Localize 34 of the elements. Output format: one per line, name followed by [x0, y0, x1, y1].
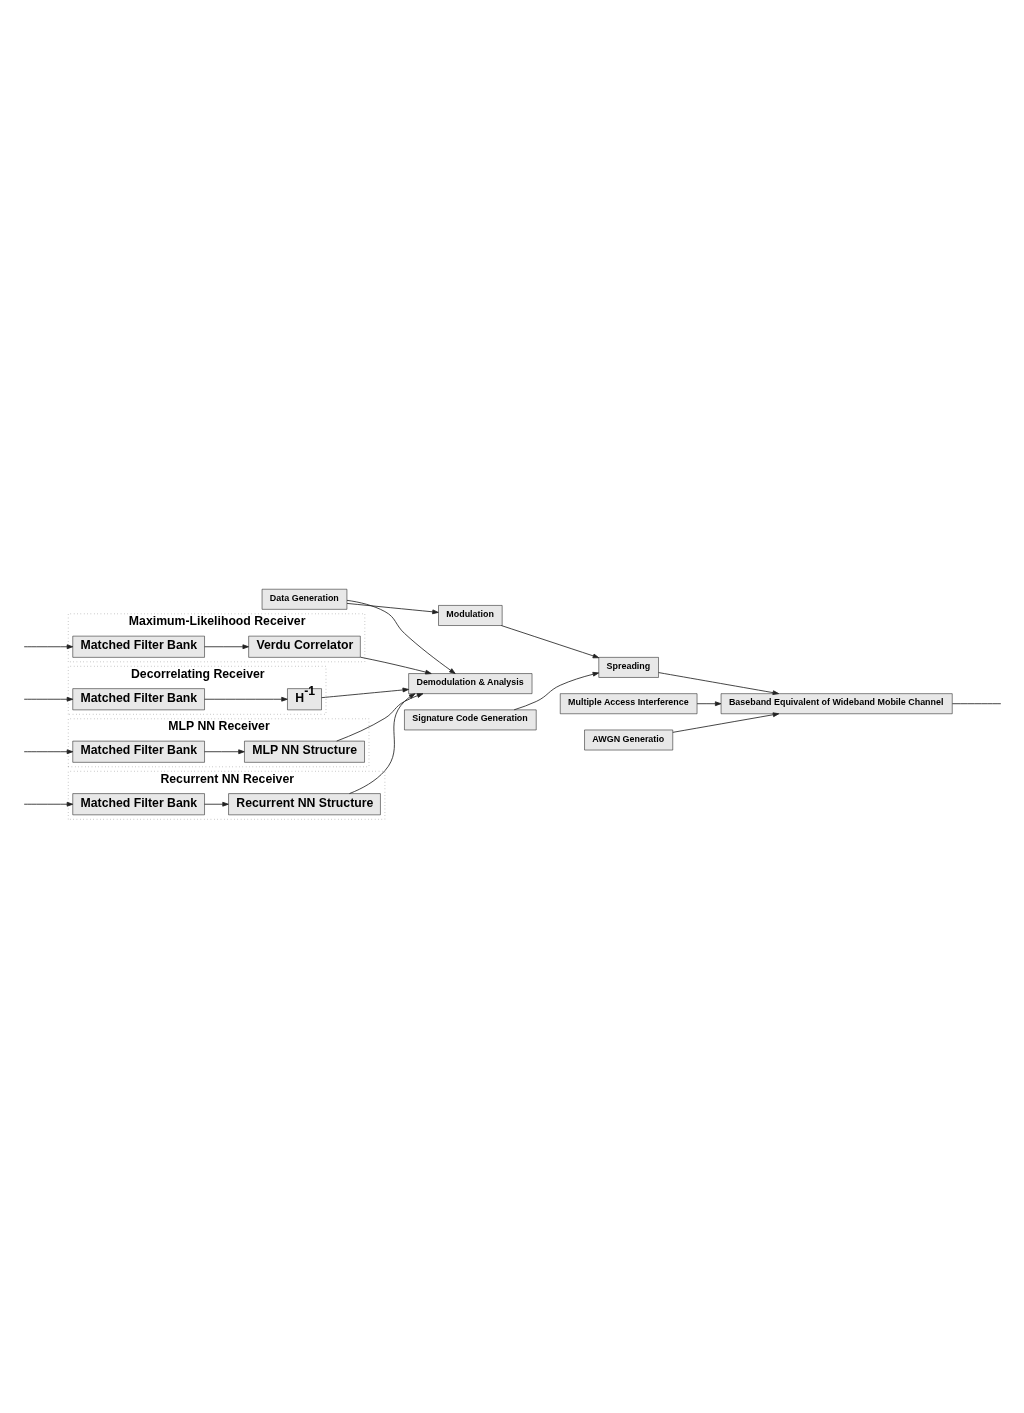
node-box: Recurrent NN Structure [227, 793, 381, 816]
node-box: MLP NN Structure [243, 740, 365, 763]
node-box: Demodulation & Analysis [407, 673, 532, 694]
node-box: Matched Filter Bank [71, 740, 205, 763]
arrow [203, 749, 245, 755]
node-box: Multiple Access Interference [559, 693, 697, 715]
node-box: Modulation [437, 605, 502, 626]
arrow [23, 801, 73, 807]
arrow [23, 644, 73, 650]
arrow [500, 625, 599, 659]
node-box: AWGN Generatio [583, 729, 673, 751]
connector [951, 703, 1001, 705]
arrow [203, 801, 229, 807]
node-box: Data Generation [261, 588, 347, 610]
node-box: Matched Filter Bank [71, 635, 205, 658]
arrow [203, 644, 249, 650]
node-box: Signature Code Generation [403, 709, 536, 731]
arrow [671, 712, 779, 733]
arrow [320, 687, 409, 699]
arrow [348, 693, 415, 794]
node-box: Matched Filter Bank [71, 793, 205, 816]
node-box: Baseband Equivalent of Wideband Mobile Channel [720, 693, 953, 715]
arrow [346, 603, 439, 615]
arrow [346, 599, 456, 674]
arrow [696, 701, 721, 707]
node-box: Spreading [598, 657, 659, 678]
arrow [335, 693, 423, 742]
arrow [23, 749, 73, 755]
arrow [203, 696, 288, 702]
node-box: Verdu Correlator [247, 635, 361, 658]
arrow [359, 656, 432, 675]
node-box: Matched Filter Bank [71, 688, 205, 711]
arrow [23, 696, 73, 702]
arrow [657, 672, 779, 695]
